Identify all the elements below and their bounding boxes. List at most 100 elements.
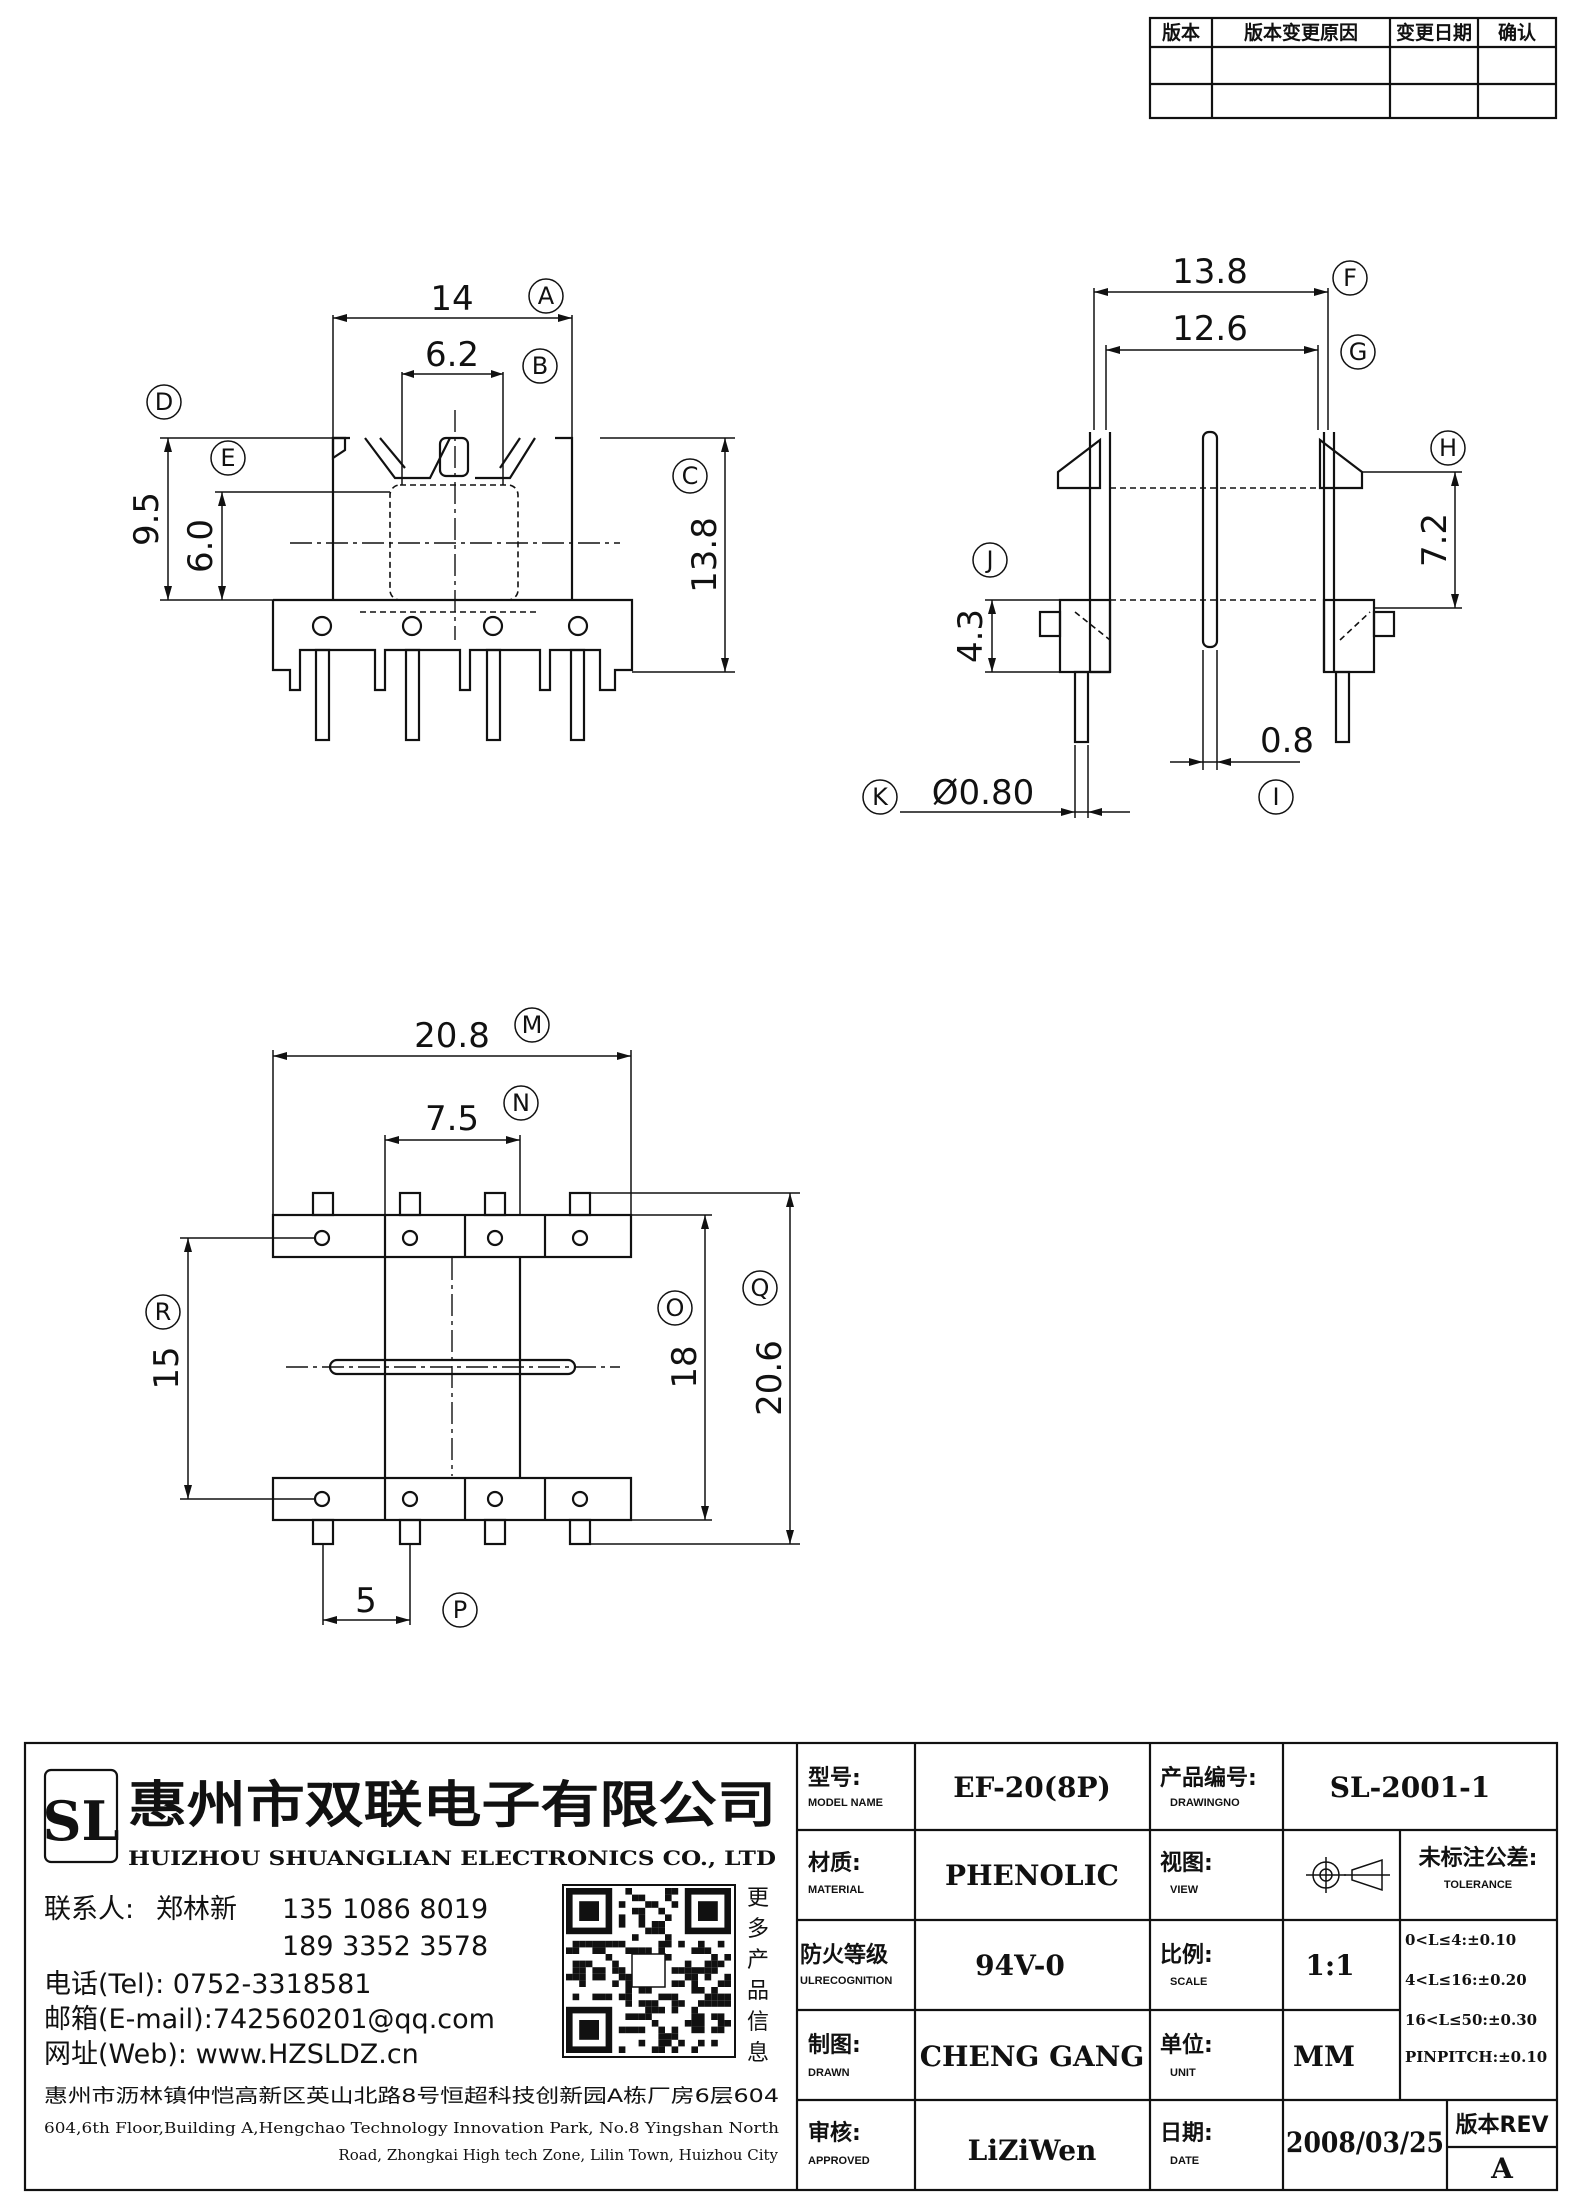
callout-p: Q	[751, 1274, 770, 1302]
value-drawing-no: SL-2001-1	[1330, 1771, 1491, 1804]
callout-c: C	[682, 462, 699, 490]
dim-e-value: 6.0	[181, 519, 221, 573]
side-view: 13.8 F 12.6 G 7.2 H 4.3 J 0.	[862, 252, 1466, 818]
company-tel: 电话(Tel): 0752-3318581	[44, 1969, 371, 2000]
dim-o-value: 18	[665, 1345, 705, 1388]
label-rev: 版本REV	[1456, 2113, 1549, 2138]
label-model-cn: 型号:	[808, 1766, 861, 1791]
rev-header-date: 变更日期	[1396, 21, 1472, 44]
label-tolerance-en: TOLERANCE	[1444, 1879, 1512, 1891]
qr-code	[562, 1884, 736, 2058]
dim-m-value: 20.8	[414, 1016, 490, 1056]
qr-side-char-5: 信	[747, 2010, 769, 2035]
callout-f: F	[1343, 264, 1357, 292]
address-en-2: Road, Zhongkai High tech Zone, Lilin Tow…	[338, 2146, 778, 2164]
label-flame-cn: 防火等级	[800, 1942, 888, 1968]
label-material-cn: 材质:	[808, 1851, 861, 1876]
contact-phone-1: 135 1086 8019	[282, 1894, 488, 1925]
dim-g-value: 12.6	[1172, 309, 1248, 349]
label-drawn-cn: 制图:	[808, 2033, 861, 2058]
label-scale-cn: 比例:	[1160, 1943, 1213, 1968]
value-flame: 94V-0	[975, 1949, 1065, 1982]
value-model: EF-20(8P)	[953, 1771, 1111, 1804]
logo-letters: SL	[43, 1789, 120, 1853]
label-model-en: MODEL NAME	[808, 1797, 883, 1809]
label-unit-en: UNIT	[1170, 2067, 1196, 2079]
callout-m: M	[522, 1011, 543, 1039]
label-date-cn: 日期:	[1160, 2121, 1213, 2146]
value-drawn: CHENG GANG	[920, 2040, 1144, 2073]
label-flame-en: ULRECOGNITION	[800, 1975, 892, 1987]
contact-name: 郑林新	[156, 1894, 237, 1925]
dim-f-value: 13.8	[1172, 252, 1248, 292]
contact-phone-2: 189 3352 3578	[282, 1931, 488, 1962]
label-drawn-en: DRAWN	[808, 2067, 850, 2079]
revision-table: 版本 版本变更原因 变更日期 确认	[1148, 16, 1558, 120]
callout-e: E	[220, 444, 235, 472]
company-logo: SL	[43, 1768, 120, 1864]
company-name-cn: 惠州市双联电子有限公司	[128, 1775, 776, 1834]
callout-n: N	[512, 1089, 530, 1117]
tolerance-line-3: 16<L≤50:±0.30	[1405, 2011, 1537, 2029]
tolerance-line-4: PINPITCH:±0.10	[1405, 2048, 1547, 2066]
dim-p-value: 20.6	[750, 1340, 790, 1416]
label-unit-cn: 单位:	[1160, 2032, 1213, 2058]
callout-d: D	[155, 388, 173, 416]
value-rev: A	[1490, 2152, 1514, 2185]
value-scale: 1:1	[1305, 1949, 1354, 1982]
label-approved-cn: 审核:	[808, 2120, 861, 2146]
tolerance-line-2: 4<L≤16:±0.20	[1405, 1971, 1527, 1989]
qr-side-char-6: 息	[747, 2041, 769, 2066]
rev-header-version: 版本	[1162, 21, 1200, 44]
top-view: 20.8 M 7.5 N 18 O 20.6 Q 15	[145, 1007, 800, 1628]
label-scale-en: SCALE	[1170, 1976, 1207, 1988]
value-material: PHENOLIC	[945, 1859, 1119, 1892]
label-material-en: MATERIAL	[808, 1884, 864, 1896]
tolerance-line-1: 0<L≤4:±0.10	[1405, 1931, 1516, 1949]
label-view-en: VIEW	[1170, 1884, 1199, 1896]
label-date-en: DATE	[1170, 2155, 1199, 2167]
dim-j-value: 4.3	[951, 609, 991, 663]
qr-side-char-3: 产	[747, 1948, 769, 1973]
projection-symbol-icon	[1306, 1857, 1390, 1893]
dim-b-value: 6.2	[425, 335, 479, 375]
contact-label: 联系人:	[44, 1894, 134, 1925]
company-email: 邮箱(E-mail):742560201@qq.com	[44, 2004, 495, 2035]
callout-b: B	[532, 352, 548, 380]
label-drawing-no-en: DRAWINGNO	[1170, 1797, 1240, 1809]
dim-d-value: 9.5	[127, 492, 167, 546]
address-en-1: 604,6th Floor,Building A,Hengchao Techno…	[44, 2119, 779, 2137]
callout-g: G	[1349, 338, 1368, 366]
dim-q-value: 5	[355, 1581, 377, 1621]
label-drawing-no-cn: 产品编号:	[1160, 1765, 1257, 1791]
dim-h-value: 7.2	[1415, 513, 1455, 567]
callout-r: R	[155, 1298, 172, 1326]
value-date: 2008/03/25	[1286, 2126, 1444, 2159]
callout-j: J	[984, 546, 993, 574]
label-tolerance-cn: 未标注公差:	[1419, 1845, 1538, 1871]
callout-h: H	[1439, 434, 1457, 462]
callout-q: P	[453, 1596, 467, 1624]
dim-r-value: 15	[147, 1346, 187, 1389]
qr-side-char-1: 更	[747, 1886, 769, 1911]
qr-side-char-2: 多	[747, 1917, 769, 1942]
label-view-cn: 视图:	[1160, 1850, 1213, 1876]
callout-o: O	[666, 1294, 685, 1322]
title-block: SL 惠州市双联电子有限公司 HUIZHOU SHUANGLIAN ELECTR…	[23, 1741, 1559, 2192]
dim-i-value: 0.8	[1260, 721, 1314, 761]
qr-side-char-4: 品	[747, 1979, 769, 2004]
rev-header-confirm: 确认	[1498, 21, 1536, 44]
front-view: 14 A 6.2 B 13.8 C 9.5 D 6.0	[127, 278, 735, 742]
label-approved-en: APPROVED	[808, 2155, 870, 2167]
callout-k: K	[872, 783, 889, 811]
address-cn: 惠州市沥林镇仲恺高新区英山北路8号恒超科技创新园A栋厂房6层604	[44, 2085, 779, 2107]
callout-i: I	[1272, 783, 1279, 811]
dim-c-value: 13.8	[685, 517, 725, 593]
callout-a: A	[538, 282, 555, 310]
company-name-en: HUIZHOU SHUANGLIAN ELECTRONICS CO., LTD	[128, 1846, 776, 1870]
value-unit: MM	[1293, 2040, 1355, 2073]
value-approved: LiZiWen	[968, 2134, 1097, 2167]
dim-a-value: 14	[430, 279, 473, 319]
